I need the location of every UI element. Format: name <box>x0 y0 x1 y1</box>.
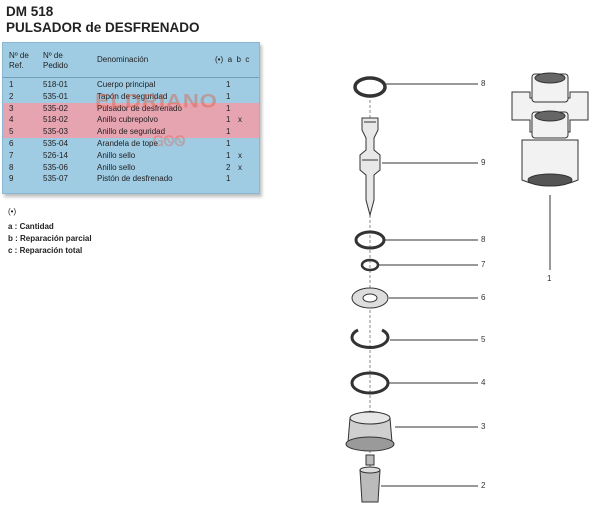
row-qty: 1 <box>226 115 231 125</box>
row-pedido: 535-03 <box>43 127 68 137</box>
row-qty: 2 <box>226 162 231 172</box>
row-qty: 1 <box>226 127 231 137</box>
table-row: 2 535-01 Tapón de seguridad 1 <box>3 91 259 103</box>
row-partial: x <box>238 162 242 172</box>
row-ref: 9 <box>9 174 14 184</box>
row-pedido: 535-04 <box>43 139 68 148</box>
callout-ring-7: 7 <box>481 260 486 269</box>
row-pedido: 535-06 <box>43 162 68 172</box>
row-ref: 6 <box>9 139 14 148</box>
row-denominacion: Anillo cubrepolvo <box>97 115 158 125</box>
row-pedido: 526-14 <box>43 150 68 160</box>
table-row: 5 535-03 Anillo de seguridad 1 <box>3 126 259 138</box>
row-pedido: 535-02 <box>43 103 68 113</box>
legend-b: b : Reparación parcial <box>8 234 92 243</box>
callout-snap-ring: 5 <box>481 335 486 344</box>
callout-button: 3 <box>481 422 486 431</box>
row-ref: 8 <box>9 162 14 172</box>
legend-a-key: a : <box>8 222 18 231</box>
row-denominacion: Anillo sello <box>97 150 136 160</box>
callout-body: 1 <box>547 274 552 283</box>
row-qty: 1 <box>226 139 231 148</box>
row-ref: 5 <box>9 127 14 137</box>
callout-piston: 9 <box>481 158 486 167</box>
legend-mark: (•) <box>8 207 17 216</box>
ring-7-part <box>360 258 380 272</box>
piston-part <box>359 117 381 217</box>
callout-cap: 2 <box>481 481 486 490</box>
row-ref: 1 <box>9 80 14 89</box>
row-denominacion: Arandela de tope <box>97 139 158 148</box>
callout-dust-ring: 4 <box>481 378 486 387</box>
valve-body-part <box>511 72 589 187</box>
snap-ring-part <box>350 328 390 349</box>
row-qty: 1 <box>226 150 231 160</box>
row-denominacion: Pulsador de desfrenado <box>97 103 182 113</box>
legend-c: c : Reparación total <box>8 246 82 255</box>
cap-part <box>359 454 381 503</box>
row-partial: x <box>238 150 242 160</box>
table-row: 3 535-02 Pulsador de desfrenado 1 <box>3 102 259 115</box>
row-pedido: 518-02 <box>43 115 68 125</box>
row-qty: 1 <box>226 80 231 89</box>
row-qty: 1 <box>226 91 231 101</box>
row-denominacion: Anillo sello <box>97 162 136 172</box>
legend-b-key: b : <box>8 234 18 243</box>
row-denominacion: Cuerpo principal <box>97 80 156 89</box>
row-ref: 2 <box>9 91 14 101</box>
row-denominacion: Anillo de seguridad <box>97 127 166 137</box>
row-pedido: 535-01 <box>43 91 68 101</box>
dust-ring-part <box>350 371 390 395</box>
row-qty: 1 <box>226 174 231 184</box>
table-header: Nº de Ref. Nº de Pedido Denominación (•)… <box>3 43 259 78</box>
legend-c-text: Reparación total <box>19 246 83 255</box>
legend-c-key: c : <box>8 246 18 255</box>
watermark-logo: ᏀᏫᏫ <box>153 133 186 149</box>
row-ref: 7 <box>9 150 14 160</box>
button-part <box>345 411 395 452</box>
row-qty: 1 <box>226 103 231 113</box>
row-pedido: 535-07 <box>43 174 68 184</box>
row-pedido: 518-01 <box>43 80 68 89</box>
document-code: DM 518 <box>6 4 54 19</box>
header-flags: (•) a b c <box>215 55 250 64</box>
row-denominacion: Tapón de seguridad <box>97 91 168 101</box>
callout-top-ring: 8 <box>481 79 486 88</box>
legend-a: a : Cantidad <box>8 222 54 231</box>
ring-8-part <box>354 230 386 250</box>
top-ring-part <box>353 76 387 98</box>
row-partial: x <box>238 115 242 125</box>
table-row: 6 535-04 Arandela de tope 1 <box>3 138 259 150</box>
legend-a-text: Cantidad <box>19 222 54 231</box>
row-ref: 3 <box>9 103 14 113</box>
callout-washer: 6 <box>481 293 486 302</box>
row-ref: 4 <box>9 115 14 125</box>
legend-b-text: Reparación parcial <box>20 234 92 243</box>
header-pedido: Nº de Pedido <box>43 51 68 70</box>
header-ref: Nº de Ref. <box>9 51 29 70</box>
watermark: ELDRIANO <box>95 89 218 112</box>
callout-ring-8: 8 <box>481 235 486 244</box>
row-denominacion: Pistón de desfrenado <box>97 174 173 184</box>
parts-table: Nº de Ref. Nº de Pedido Denominación (•)… <box>2 42 260 194</box>
table-row: 9 535-07 Pistón de desfrenado 1 <box>3 173 259 185</box>
document-title: PULSADOR de DESFRENADO <box>6 20 200 35</box>
table-row: 1 518-01 Cuerpo principal 1 <box>3 79 259 91</box>
header-denominacion: Denominación <box>97 55 149 64</box>
